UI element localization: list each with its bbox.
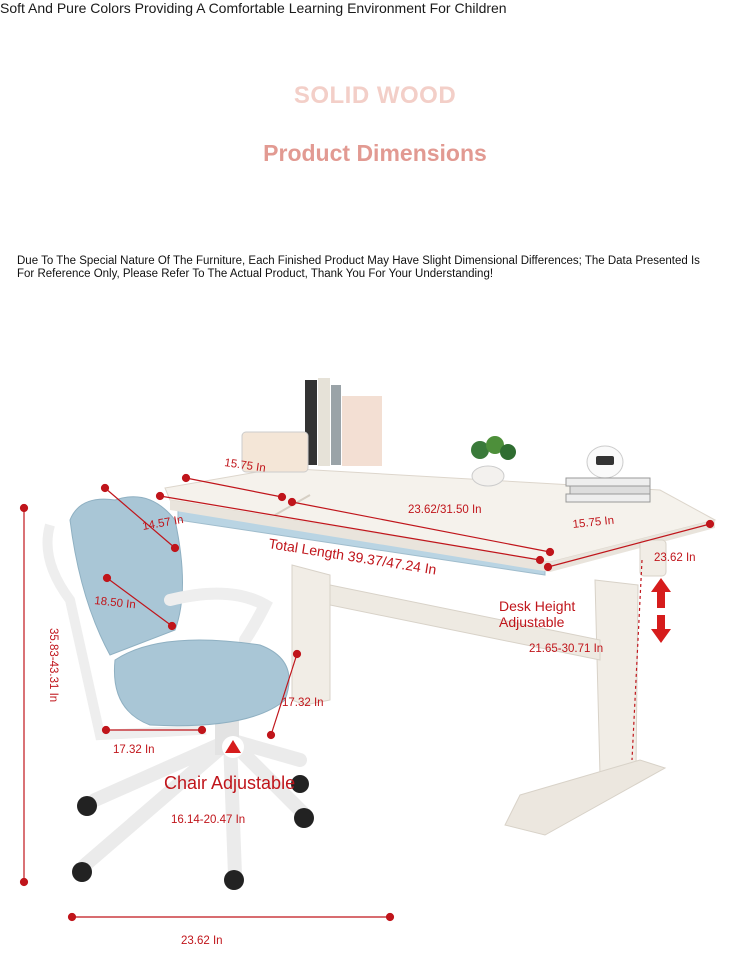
desk-height-range-dim: 21.65-30.71 In: [529, 643, 603, 655]
crank-handle: [639, 539, 667, 577]
tagline: Soft And Pure Colors Providing A Comfort…: [0, 0, 507, 16]
dimension-lines: [19, 473, 715, 922]
chair-total-height-dim: 35.83-43.31 In: [47, 628, 59, 702]
plant-pot: [471, 465, 505, 487]
desk-top-middle-dim: 23.62/31.50 In: [408, 504, 482, 516]
chair-base: [78, 733, 312, 882]
height-adjust-arrows: [651, 578, 671, 643]
desk-depth-dim: 23.62 In: [654, 552, 696, 564]
chair-frame: [42, 523, 207, 741]
base-width-dim: 23.62 In: [181, 935, 223, 947]
desk-height-label-line2: Adjustable: [499, 614, 565, 630]
desk-foot: [504, 759, 667, 836]
disclaimer-note: Due To The Special Nature Of The Furnitu…: [17, 255, 700, 280]
desk-left-leg: [291, 564, 331, 706]
desk-height-label-line1: Desk Height: [499, 598, 575, 614]
desk-top-right-dim: 15.75 In: [572, 515, 615, 531]
book-stack: [565, 477, 651, 487]
desk-right-leg: [594, 579, 639, 776]
chair-illustration: [42, 496, 314, 890]
desk-crossbar: [329, 584, 601, 661]
chair-back-height-dim: 18.50 In: [94, 595, 137, 611]
brand-title: SOLID WOOD: [293, 82, 457, 109]
seat-depth-dim: 17.32 In: [282, 697, 324, 709]
desk-height-label: Desk Height Adjustable: [499, 598, 579, 630]
seat-width-dim: 17.32 In: [113, 744, 155, 756]
chair-adjustable-label: Chair Adjustable: [164, 773, 295, 793]
chair-backrest: [69, 496, 183, 656]
tablet: [241, 431, 309, 473]
chair-seat: [113, 639, 290, 727]
chair-armrest: [164, 587, 273, 646]
page-title: Product Dimensions: [263, 140, 487, 166]
seat-height-dim: 16.14-20.47 In: [171, 814, 245, 826]
desk-top-left-dim: 15.75 In: [224, 457, 267, 475]
desk-illustration: [164, 378, 717, 836]
chair-adjust-arrow-icon: [222, 736, 244, 758]
